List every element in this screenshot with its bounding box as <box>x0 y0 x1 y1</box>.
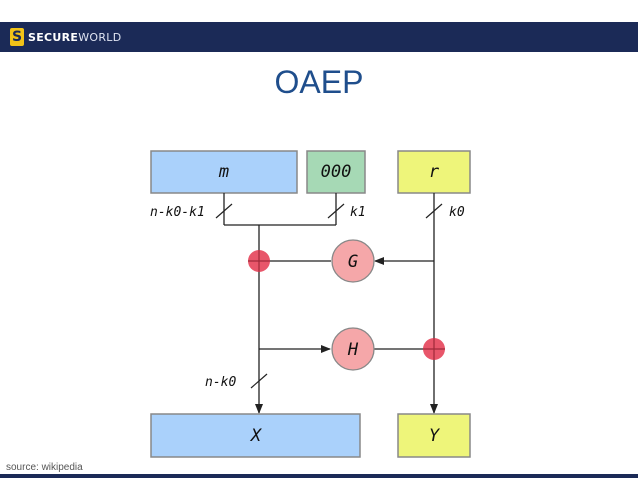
label-k0: k0 <box>449 205 465 220</box>
label-left-width: n-k0-k1 <box>150 205 205 220</box>
xor-left-icon <box>248 250 270 272</box>
footer-bar <box>0 474 638 478</box>
function-h-label: H <box>347 340 359 360</box>
function-g-label: G <box>348 252 358 272</box>
block-r-label: r <box>429 162 440 182</box>
brand-logo[interactable]: S SECUREWORLD <box>10 28 122 46</box>
xor-right-icon <box>423 338 445 360</box>
block-x-label: X <box>249 426 263 446</box>
function-h <box>331 327 375 371</box>
block-y-label: Y <box>429 426 441 446</box>
block-m <box>150 150 298 194</box>
block-zeros-label: 000 <box>321 162 352 182</box>
slide-title: OAEP <box>274 64 364 100</box>
block-m-label: m <box>218 162 229 182</box>
tick-k1 <box>327 203 345 219</box>
label-n-k0: n-k0 <box>205 375 236 390</box>
block-x <box>150 413 361 458</box>
source-caption: source: wikipedia <box>6 462 83 473</box>
header-bar: S SECUREWORLD <box>0 22 638 52</box>
brand-name-light: WORLD <box>78 30 122 44</box>
brand-name-bold: SECURE <box>28 30 79 44</box>
label-k1: k1 <box>350 205 366 220</box>
block-zeros <box>306 150 366 194</box>
function-g <box>331 239 375 283</box>
brand-name: SECUREWORLD <box>28 31 122 44</box>
tick-left <box>215 203 233 219</box>
logo-mark-icon: S <box>10 28 24 46</box>
block-y <box>397 413 471 458</box>
